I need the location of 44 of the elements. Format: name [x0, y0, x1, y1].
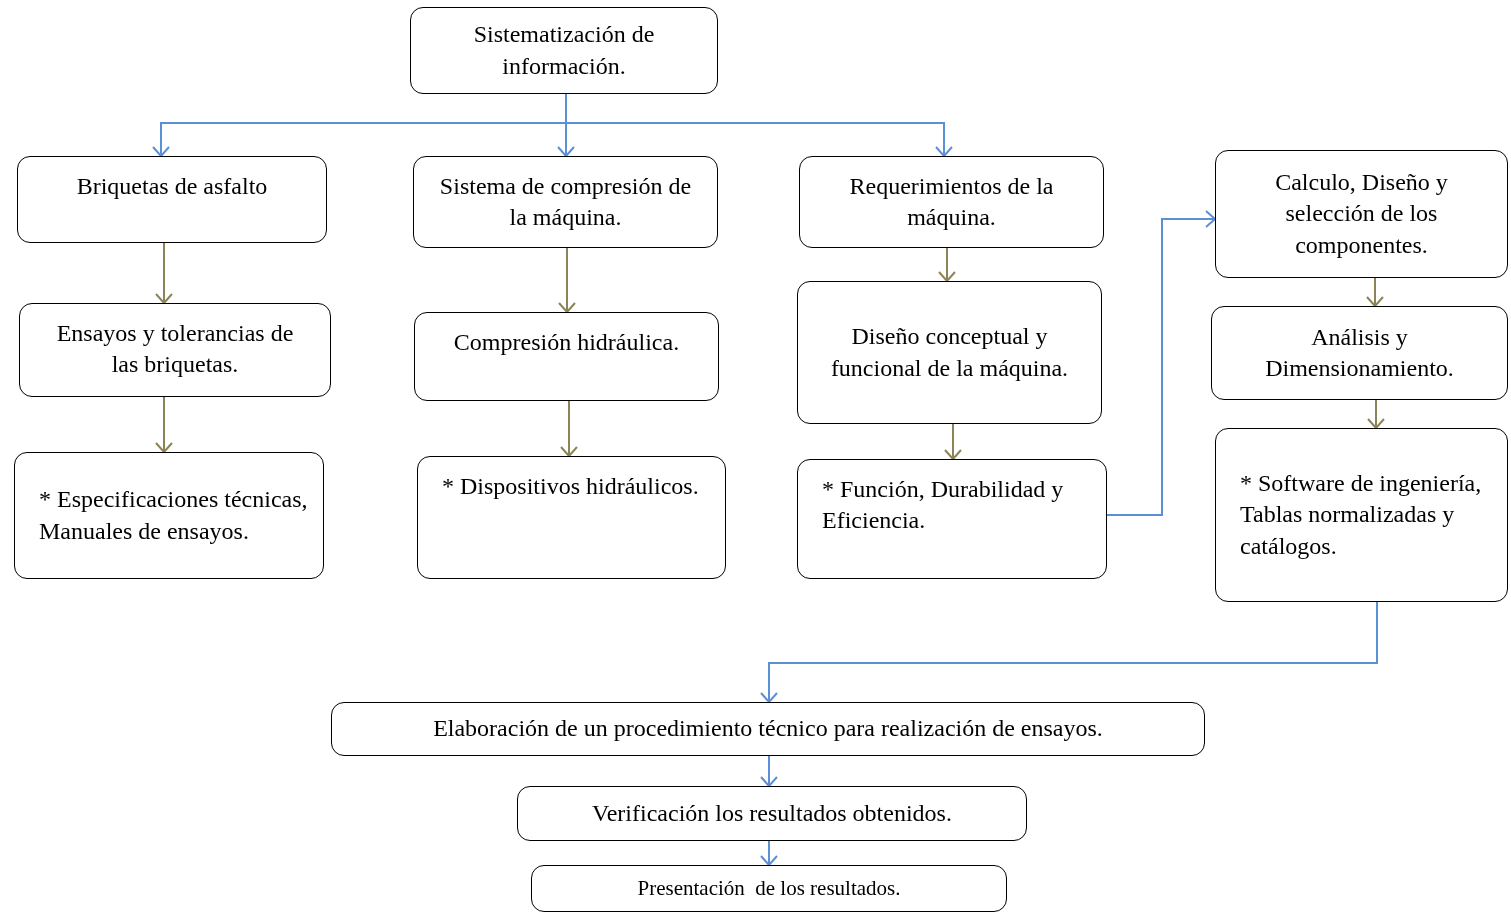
- arrow: [1106, 210, 1216, 516]
- arrow: [760, 601, 1378, 703]
- arrow: [1367, 399, 1385, 429]
- process-box: [414, 312, 719, 401]
- box-label: Elaboración de un procedimiento técnico para realización de ensayos.: [432, 714, 1104, 744]
- box-label: Verificación los resultados obtenidos.: [591, 798, 953, 828]
- arrow: [944, 423, 962, 460]
- box-label: * Dispositivos hidráulicos.: [442, 472, 700, 501]
- process-box: [413, 156, 718, 248]
- box-label: Compresión hidráulica.: [452, 328, 681, 357]
- box-label: Sistema de compresión de la máquina.: [438, 172, 693, 233]
- arrow: [760, 840, 778, 866]
- box-label: Diseño conceptual y funcional de la máquina.: [829, 322, 1070, 383]
- process-box: [531, 865, 1007, 912]
- process-box: [17, 156, 327, 243]
- process-box: [799, 156, 1104, 248]
- process-box: [19, 303, 331, 397]
- box-label: Análisis y Dimensionamiento.: [1264, 322, 1455, 383]
- box-label: Requerimientos de la máquina.: [848, 172, 1055, 233]
- arrow: [155, 396, 173, 453]
- process-box: [331, 702, 1205, 756]
- process-box: [417, 456, 726, 579]
- box-label: * Función, Durabilidad y Eficiencia.: [822, 475, 1065, 536]
- box-label: Ensayos y tolerancias de las briquetas.: [55, 319, 295, 380]
- process-box: [1215, 150, 1508, 278]
- box-label: Presentación de los resultados.: [636, 874, 902, 902]
- arrow: [938, 247, 956, 282]
- arrow: [560, 400, 578, 457]
- arrow: [1366, 277, 1384, 307]
- process-box: [410, 7, 718, 94]
- box-label: Briquetas de asfalto: [75, 172, 269, 201]
- box-label: Calculo, Diseño y selección de los componentes.: [1274, 168, 1449, 260]
- arrow: [760, 755, 778, 787]
- process-box: [1215, 428, 1508, 602]
- process-box: [797, 459, 1107, 579]
- process-box: [14, 452, 324, 579]
- arrow: [155, 242, 173, 304]
- arrow: [558, 247, 576, 313]
- box-label: * Especificaciones técnicas, Manuales de ensayos.: [39, 485, 309, 546]
- box-label: Sistematización de información.: [472, 20, 656, 81]
- process-box: [517, 786, 1027, 841]
- box-label: * Software de ingeniería, Tablas normalizadas y catálogos.: [1240, 469, 1483, 561]
- process-box: [1211, 306, 1508, 400]
- process-box: [797, 281, 1102, 424]
